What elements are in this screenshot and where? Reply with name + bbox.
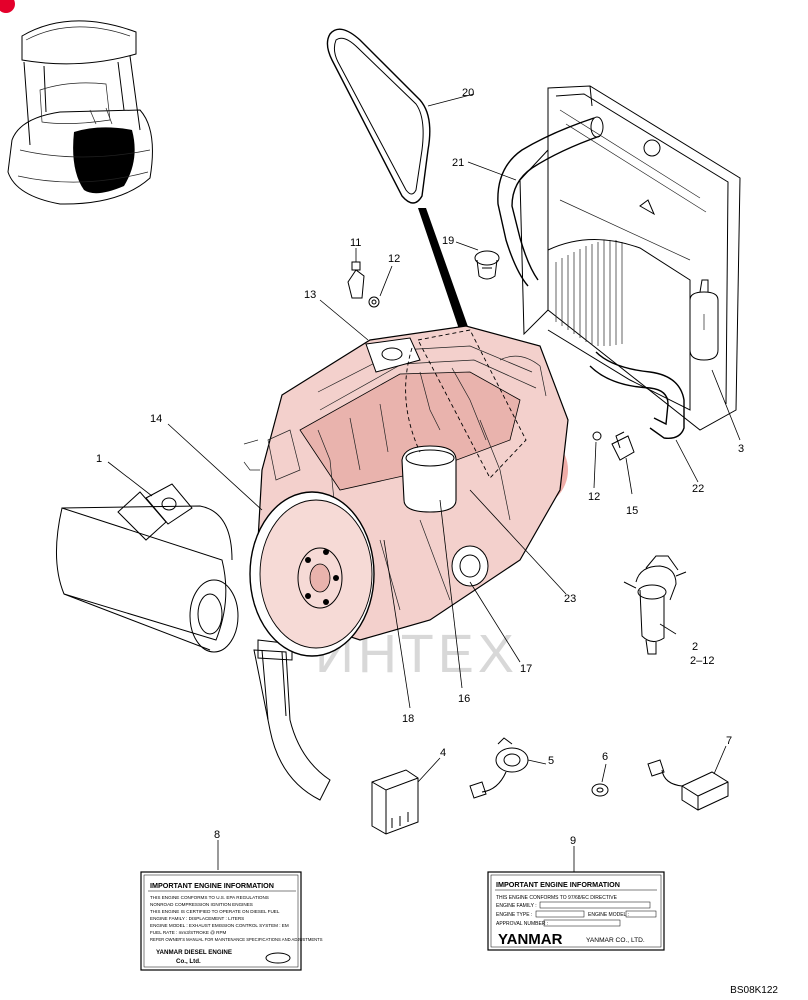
plate-8-title: IMPORTANT ENGINE INFORMATION <box>150 881 274 890</box>
callout-13: 13 <box>304 289 316 301</box>
corner-marker <box>0 0 15 13</box>
plate-8-line-2: NONROAD COMPRESSION IGNITION ENGINES <box>150 902 253 907</box>
valve-cover <box>365 337 421 373</box>
plate-9-maker: YANMAR CO., LTD. <box>586 937 645 944</box>
exhaust-gasket <box>145 483 193 525</box>
plate-9-line-3: ENGINE TYPE : <box>496 912 532 918</box>
callout-2-sub: 2–12 <box>690 655 714 667</box>
plate-8-maker-2: Co., Ltd. <box>176 958 201 965</box>
lower-hose <box>589 351 685 439</box>
engine-detail-lines <box>243 355 547 611</box>
callout-8: 8 <box>214 829 220 841</box>
oil-filter <box>451 545 489 587</box>
plate-8-line-5: ENGINE MODEL : EXHAUST EMISSION CONTROL … <box>150 923 289 928</box>
timing-chain-path <box>405 329 527 479</box>
plate-9-line-3b: ENGINE MODEL : <box>588 912 629 918</box>
plate-9-brand: YANMAR <box>498 931 563 948</box>
relay-unit <box>371 769 419 835</box>
callout-16: 16 <box>458 693 470 705</box>
plate-8-maker: YANMAR DIESEL ENGINE <box>156 949 232 956</box>
plate-8-line-6: FUEL RATE : mm3/STROKE @ RPM <box>150 930 227 935</box>
plate-9-line-1: THIS ENGINE CONFORMS TO 97/68/EC DIRECTI… <box>496 895 618 901</box>
leader-lines <box>107 93 741 872</box>
callout-12-lower: 12 <box>588 491 600 503</box>
diagram-reference-code: BS08K122 <box>730 985 778 996</box>
callout-2: 2 <box>692 641 698 653</box>
callout-1: 1 <box>96 453 102 465</box>
ce-label-plate-9: IMPORTANT ENGINE INFORMATION THIS ENGINE… <box>487 871 665 951</box>
plate-8-line-3: THIS ENGINE IS CERTIFIED TO OPERATE ON D… <box>150 909 280 914</box>
sealing-washer-lower <box>592 431 602 441</box>
callout-15: 15 <box>626 505 638 517</box>
callout-14: 14 <box>150 413 162 425</box>
radiator-core-fins <box>555 240 623 346</box>
callout-5: 5 <box>548 755 554 767</box>
callout-20: 20 <box>462 87 474 99</box>
callout-21: 21 <box>452 157 464 169</box>
fan-belt <box>326 28 472 338</box>
callout-22: 22 <box>692 483 704 495</box>
callout-3: 3 <box>738 443 744 455</box>
machine-locator-thumbnail <box>7 20 153 205</box>
upper-hose <box>497 116 604 287</box>
plate-9-line-2: ENGINE FAMILY : <box>496 903 537 909</box>
fuel-filter-assembly <box>623 555 687 655</box>
thermostat <box>474 250 500 280</box>
plate-9-title: IMPORTANT ENGINE INFORMATION <box>496 880 620 889</box>
callout-numbers: 1 2 2–12 3 4 5 6 7 8 9 11 12 12 13 14 15… <box>96 87 744 847</box>
sealing-washer-upper <box>368 296 380 308</box>
radiator-assembly <box>519 85 741 431</box>
callout-9: 9 <box>570 835 576 847</box>
plate-8-line-1: THIS ENGINE CONFORMS TO U.S. EPA REGULAT… <box>150 895 269 900</box>
callout-23: 23 <box>564 593 576 605</box>
callout-19: 19 <box>442 235 454 247</box>
emission-label-plate-8: IMPORTANT ENGINE INFORMATION THIS ENGINE… <box>140 871 323 971</box>
temperature-sensor <box>347 261 365 299</box>
callout-7: 7 <box>726 735 732 747</box>
plate-8-line-4: ENGINE FAMILY : DISPLACEMENT : LITERS <box>150 916 244 921</box>
callout-18: 18 <box>402 713 414 725</box>
plate-9-line-4: APPROVAL NUMBER : <box>496 921 548 927</box>
callout-4: 4 <box>440 747 446 759</box>
flywheel <box>249 491 375 657</box>
plate-8-line-7: REFER OWNER'S MANUAL FOR MAINTENANCE SPE… <box>150 937 323 942</box>
stop-solenoid <box>469 737 529 799</box>
callout-12-upper: 12 <box>388 253 400 265</box>
fuel-filter-head <box>401 445 457 513</box>
washer <box>591 783 609 797</box>
glow-timer <box>647 759 729 811</box>
callout-11: 11 <box>350 237 361 249</box>
callout-17: 17 <box>520 663 532 675</box>
reserve-tank <box>689 279 719 361</box>
callout-6: 6 <box>602 751 608 763</box>
oil-pressure-switch <box>611 431 635 461</box>
